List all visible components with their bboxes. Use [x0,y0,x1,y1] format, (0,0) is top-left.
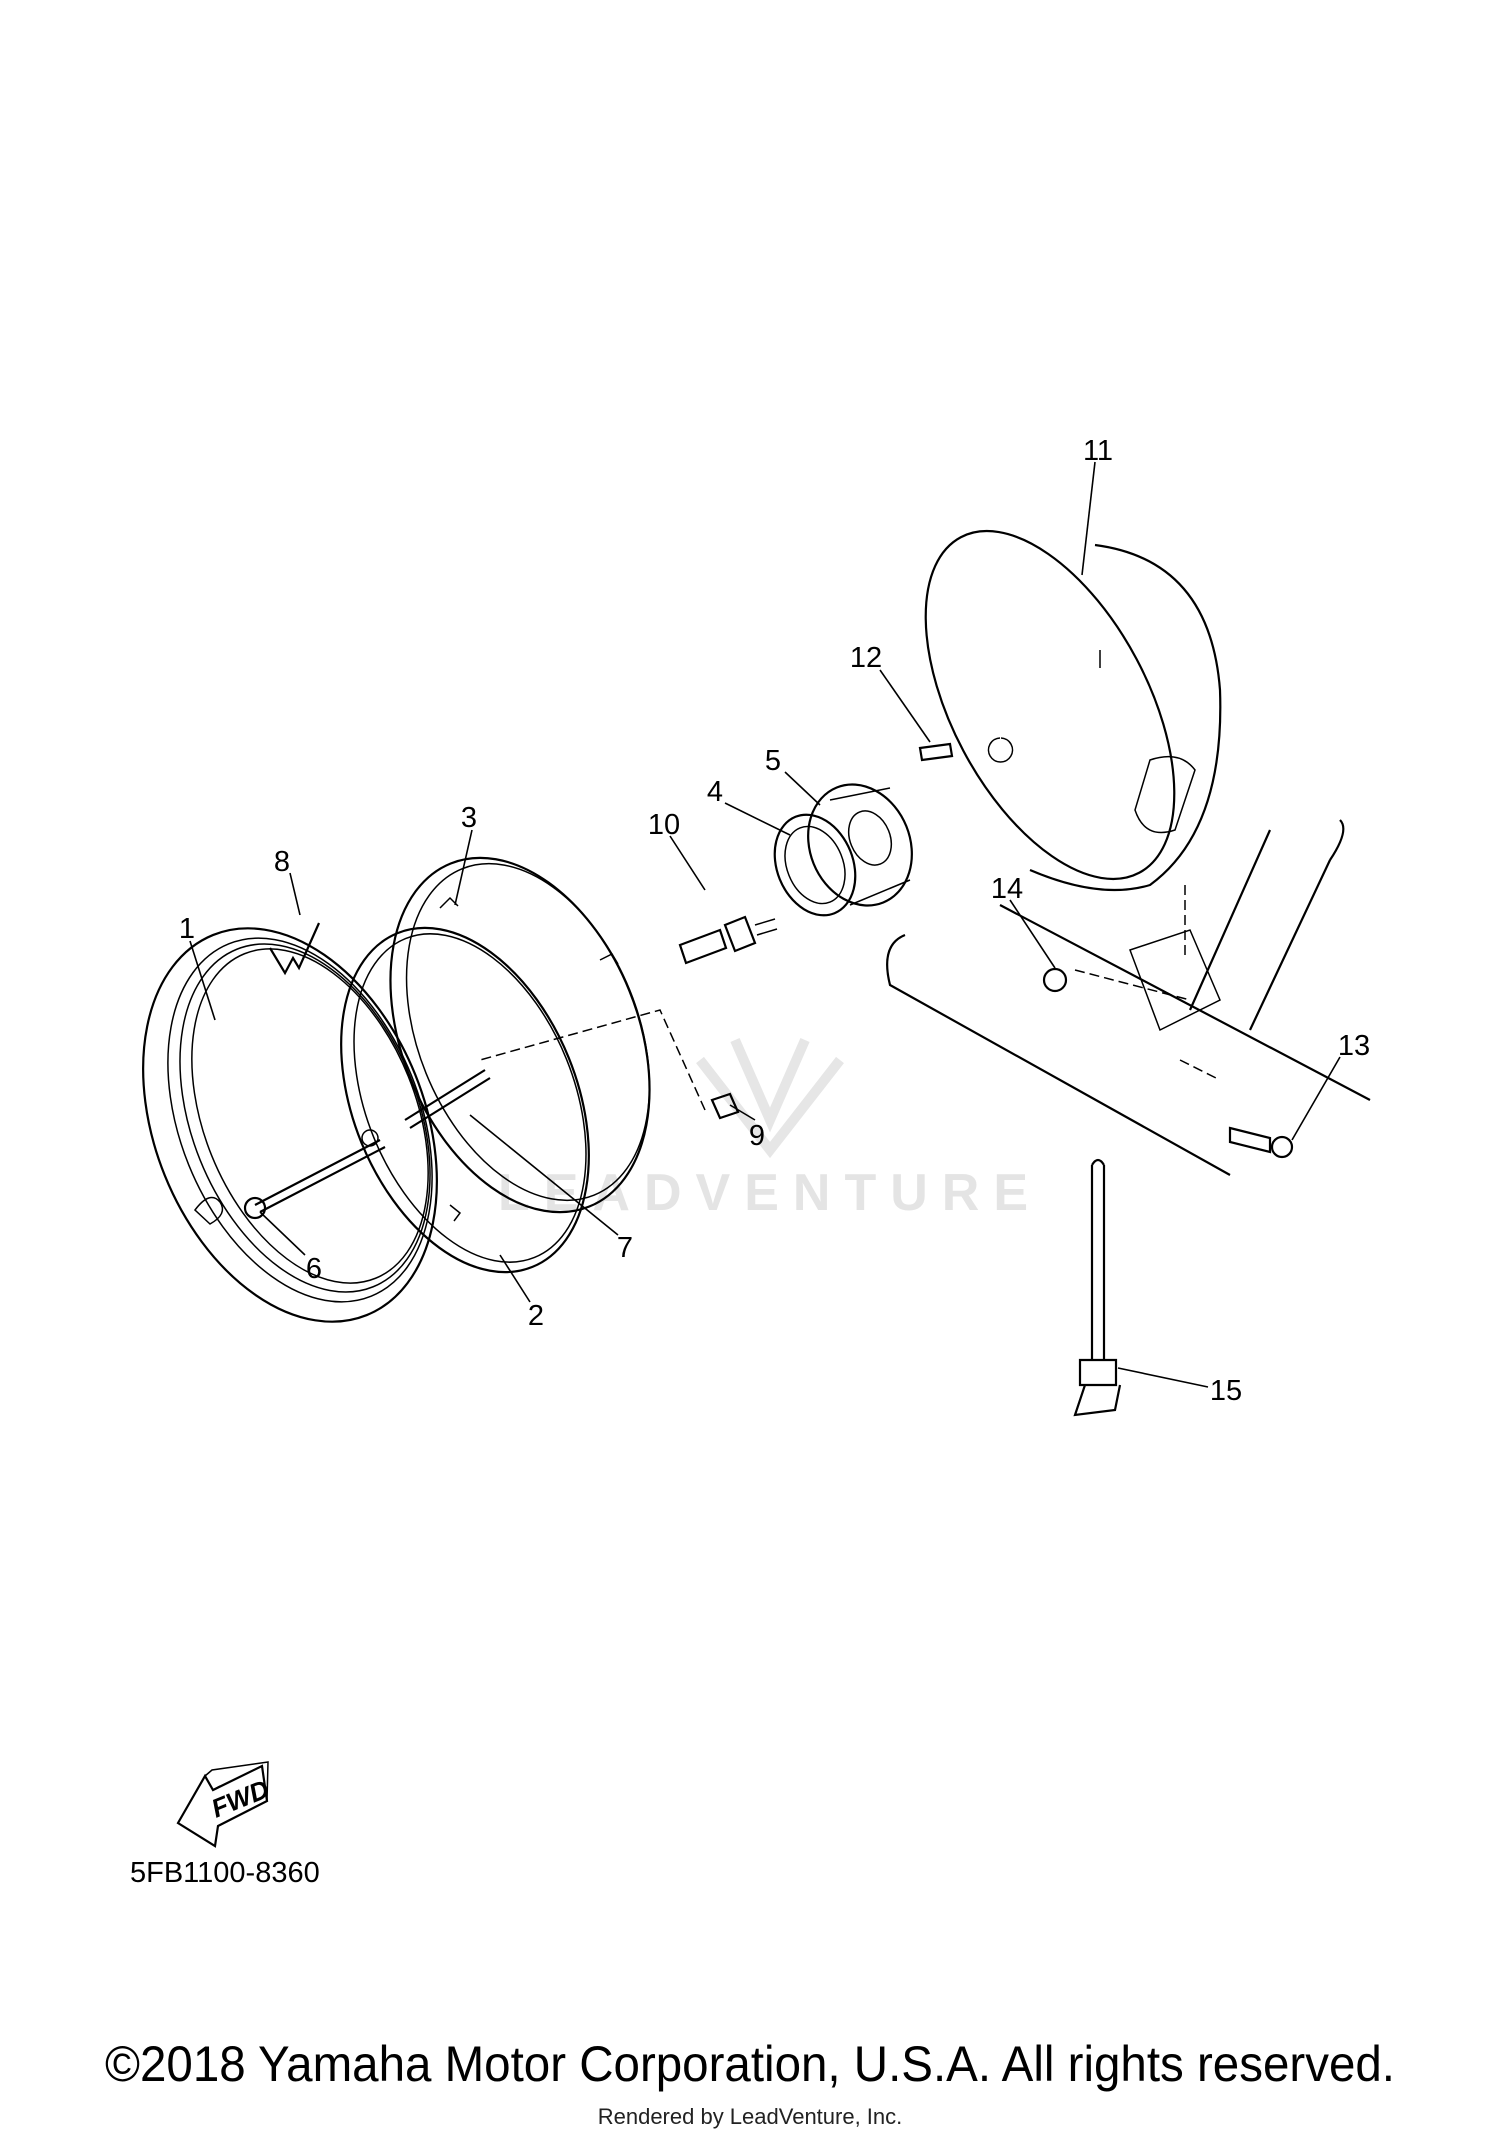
label-8: 8 [274,846,290,878]
diagram-code: 5FB1100-8360 [130,1857,320,1889]
label-10: 10 [648,809,680,841]
label-14: 14 [991,873,1023,905]
part-2-ring [340,926,590,1274]
part-10-bulb [678,915,778,965]
part-1-rim [142,927,438,1323]
leader-lines [189,461,1341,1388]
rendered-by-notice: Rendered by LeadVenture, Inc. [597,2104,903,2129]
label-15: 15 [1210,1375,1242,1407]
part-11-housing [924,529,1222,892]
label-13: 13 [1338,1030,1370,1062]
label-11: 11 [1083,435,1113,467]
label-4: 4 [707,776,723,808]
copyright-notice: ©2018 Yamaha Motor Corporation, U.S.A. A… [105,2036,1395,2092]
part-12-screw [918,742,954,762]
label-12: 12 [850,642,882,674]
part-labels: 1 2 3 4 5 6 7 8 9 10 11 12 13 14 15 [179,435,1370,1407]
fwd-arrow-icon: FWD [176,1761,273,1848]
part-15-cable-tie [1073,1158,1122,1417]
label-9: 9 [749,1120,765,1152]
label-7: 7 [617,1232,633,1264]
part-8-spring [269,922,321,976]
label-2: 2 [528,1300,544,1332]
label-3: 3 [461,802,477,834]
label-5: 5 [765,745,781,777]
part-4-5-socket [773,783,913,917]
part-6-7-screws [243,1069,491,1220]
watermark: LEADVENTURE [498,1037,1028,1222]
part-3-headlight-unit [389,856,651,1222]
fwd-label: FWD [207,1773,273,1823]
label-1: 1 [179,913,195,945]
part-9-clip [710,1092,740,1120]
label-6: 6 [306,1253,322,1285]
frame-bracket [479,819,1371,1176]
